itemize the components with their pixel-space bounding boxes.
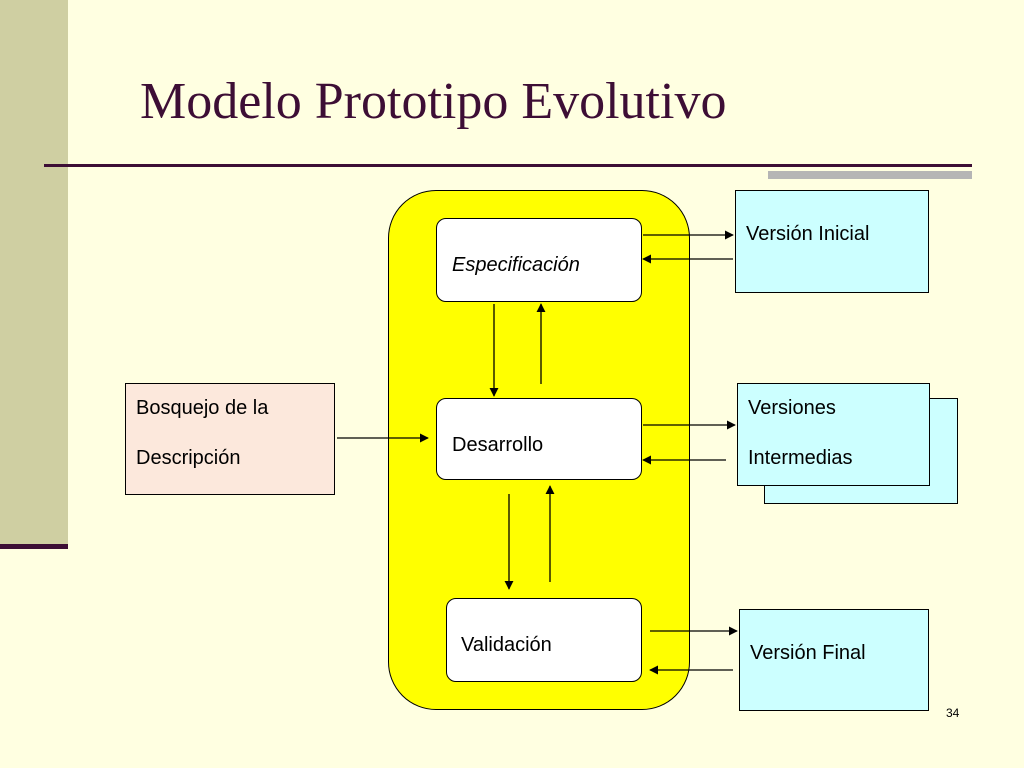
page-number: 34 [946,706,960,720]
initial-version-box: Versión Inicial [735,190,929,293]
slide-title: Modelo Prototipo Evolutivo [140,73,727,130]
title-divider [44,164,972,167]
sketch-description-line2: Descripción [136,447,241,469]
sketch-description-box: Bosquejo de la Descripción [125,383,335,495]
left-decorative-band [0,0,68,544]
title-gray-accent [768,171,972,179]
intermediate-versions-box: Versiones Intermedias [737,383,930,486]
initial-version-label: Versión Inicial [746,223,870,245]
specification-label: Especificación [452,254,580,276]
left-accent-bar [0,544,68,549]
development-stage: Desarrollo [436,398,642,480]
final-version-box: Versión Final [739,609,929,711]
final-version-label: Versión Final [750,642,866,664]
intermediate-versions-line1: Versiones [748,397,836,419]
validation-stage: Validación [446,598,642,682]
specification-stage: Especificación [436,218,642,302]
intermediate-versions-line2: Intermedias [748,447,853,469]
validation-label: Validación [461,634,552,656]
sketch-description-line1: Bosquejo de la [136,397,269,419]
development-label: Desarrollo [452,434,544,456]
